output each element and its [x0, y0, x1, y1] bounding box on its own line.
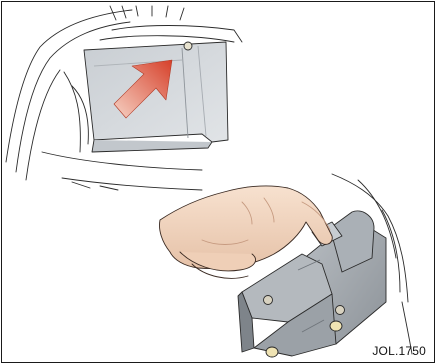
- figure-reference-code: JOL.1750: [372, 344, 426, 358]
- trim-panel: [84, 42, 228, 152]
- service-illustration: [2, 2, 434, 362]
